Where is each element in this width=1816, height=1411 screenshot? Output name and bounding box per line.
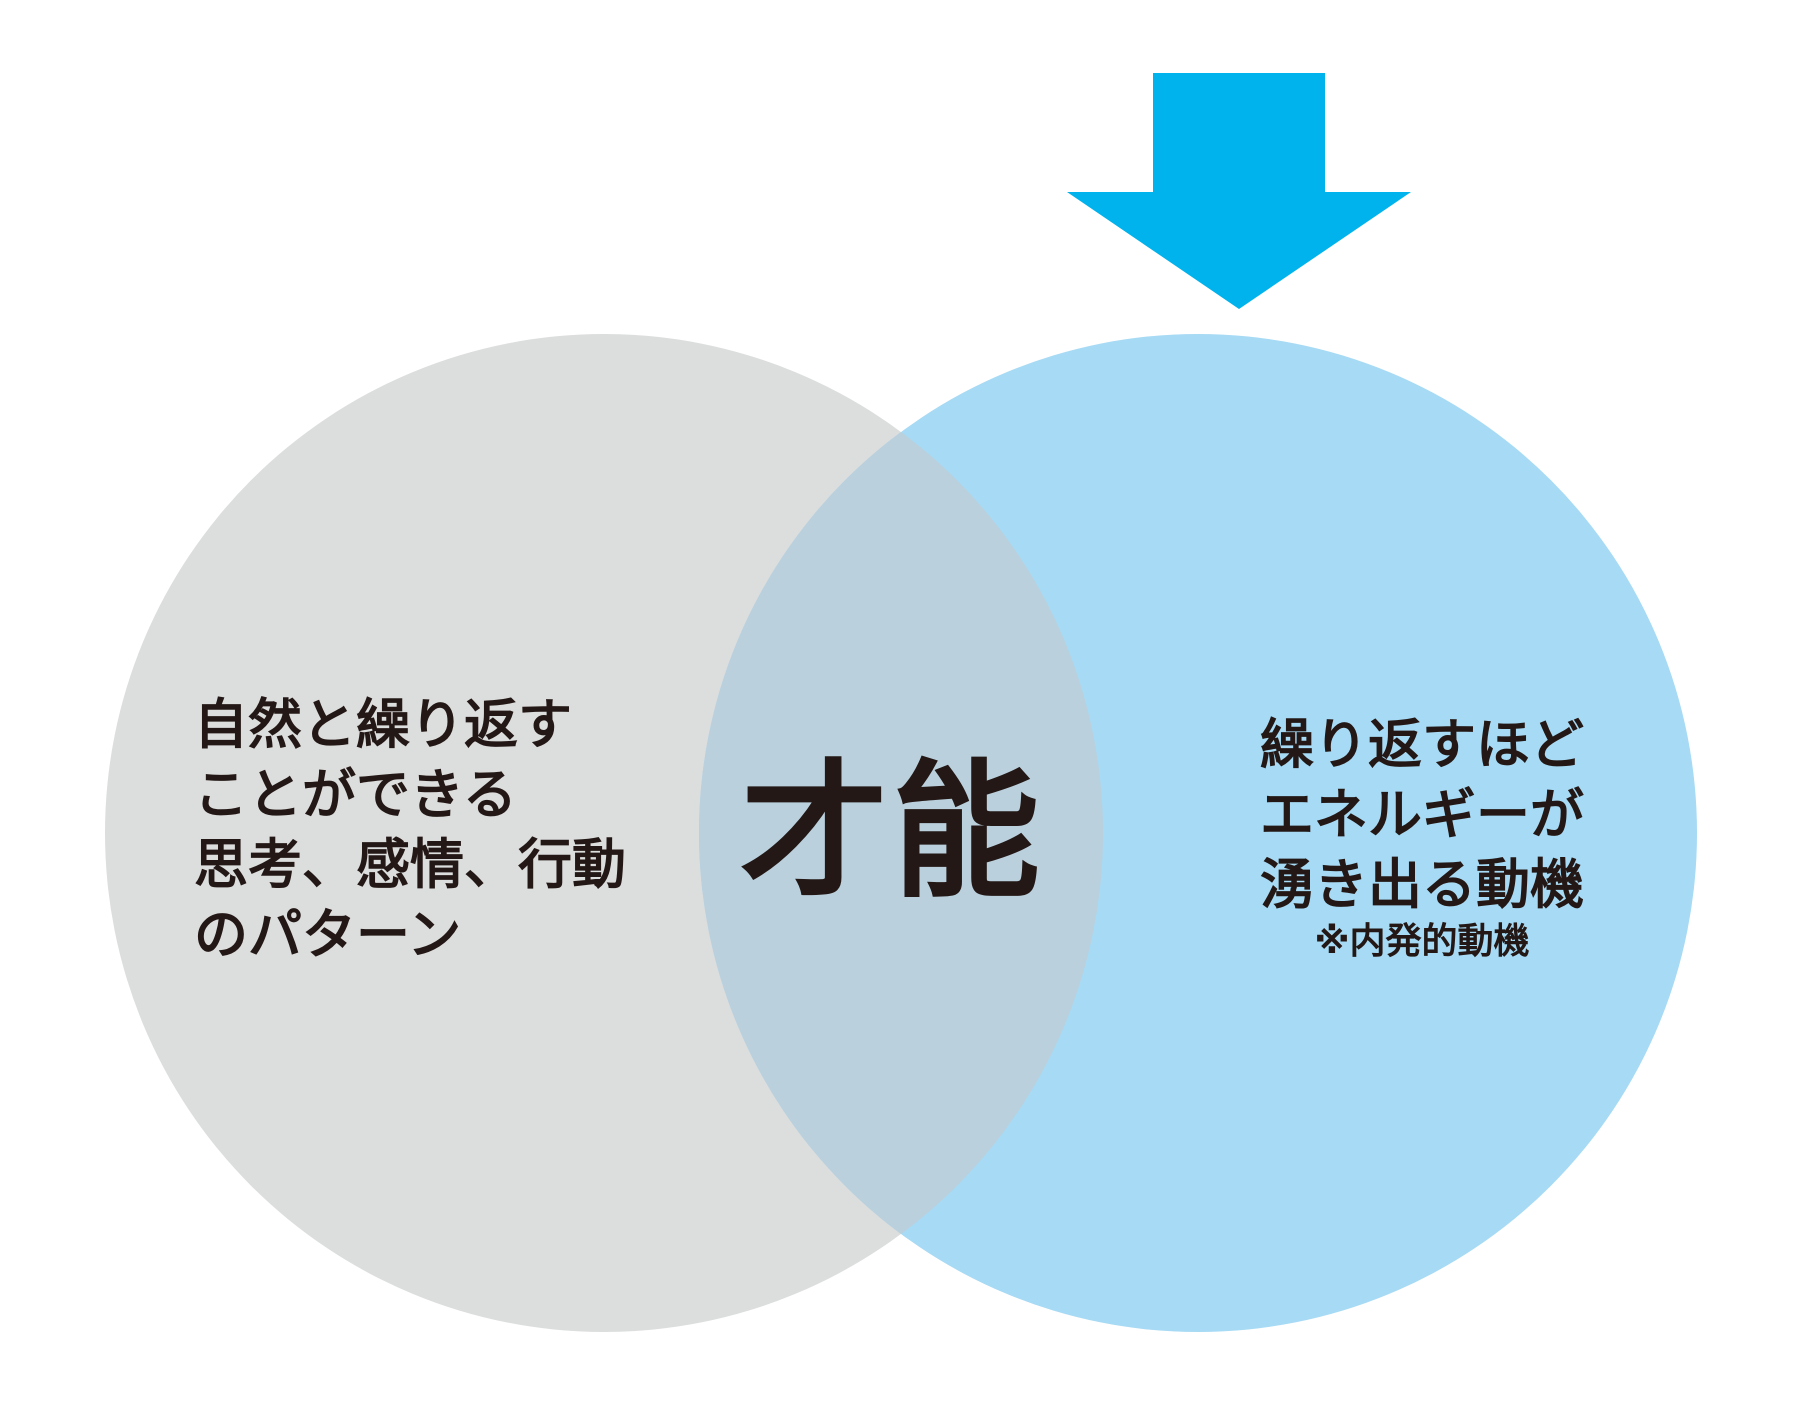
left-circle-line: のパターン	[194, 903, 462, 966]
right-circle-text: 繰り返すほど エネルギーが 湧き出る動機 ※内発的動機	[1222, 710, 1622, 964]
left-circle-line: 思考、感情、行動	[194, 833, 626, 896]
left-circle-text: 自然と繰り返す ことができる 思考、感情、行動 のパターン	[194, 690, 626, 970]
right-circle-line: エネルギーが	[1260, 783, 1584, 846]
overlap-region	[699, 334, 1103, 1332]
right-circle-line: 繰り返すほど	[1260, 713, 1584, 776]
right-circle-note: ※内発的動機	[1314, 921, 1530, 962]
left-circle-line: ことができる	[194, 763, 517, 826]
down-arrow-icon	[1067, 73, 1411, 309]
right-circle-line: 湧き出る動機	[1260, 853, 1584, 916]
overlap-label: 才能	[740, 746, 1044, 918]
left-circle-line: 自然と繰り返す	[194, 693, 572, 756]
